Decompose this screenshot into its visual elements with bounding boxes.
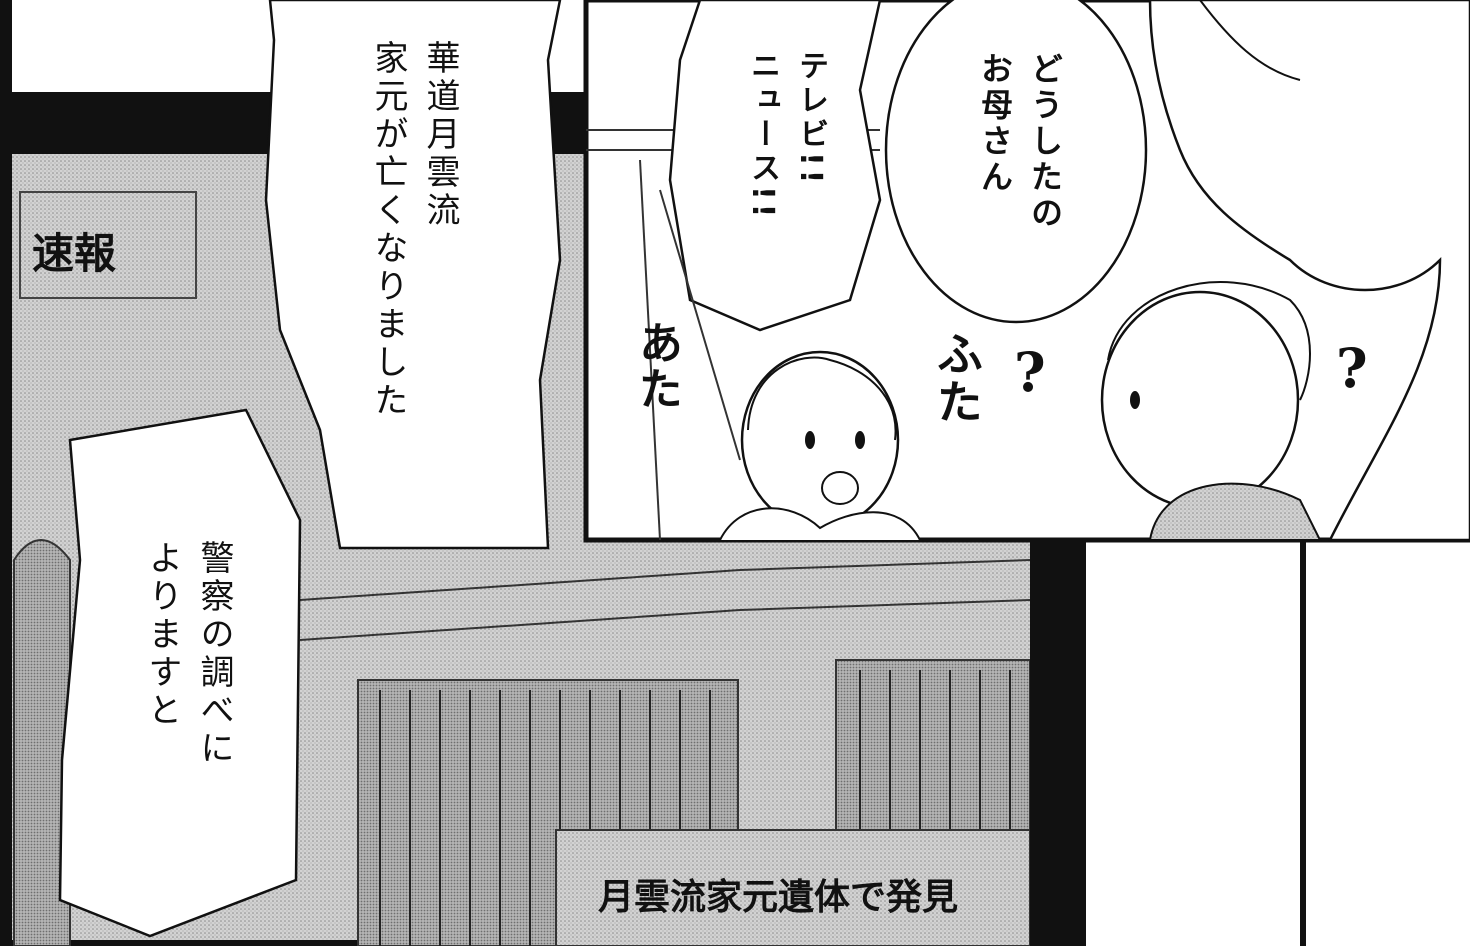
speech-bubble-announcer-2: 警察の調べに よりますと	[142, 540, 234, 768]
speech-bubble-mother: どうしたの お母さん	[976, 52, 1064, 232]
family-scene-panel	[583, 0, 1470, 543]
breaking-news-label: 速報	[32, 229, 117, 278]
question-mark-2: ?	[1336, 336, 1368, 400]
sfx-ata: あた	[631, 320, 682, 412]
news-headline-caption: 月雲流家元遺体で発見	[598, 877, 959, 918]
sfx-futa: ふた	[930, 330, 984, 426]
speech-bubble-announcer-1: 華道月雲流 家元が亡くなりました	[368, 40, 460, 420]
question-mark-1: ?	[1014, 340, 1046, 404]
speech-bubble-tv-news: テレビ!! ニュース!!	[745, 50, 828, 222]
